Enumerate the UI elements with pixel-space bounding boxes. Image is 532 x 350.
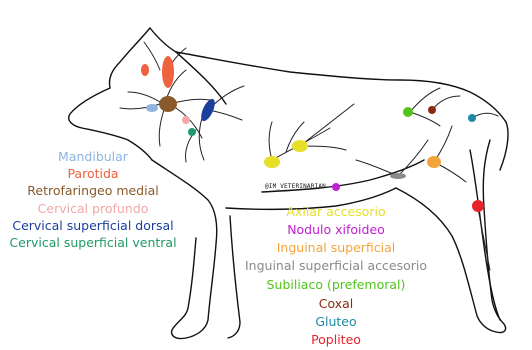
label-cervical-profundo: Cervical profundo bbox=[0, 202, 186, 216]
node-inguinal-accesorio bbox=[390, 173, 406, 179]
node-cervical-profundo bbox=[182, 116, 190, 124]
label-nodulo-xifoideo: Nodulo xifoideo bbox=[220, 223, 452, 237]
label-coxal: Coxal bbox=[220, 297, 452, 311]
node-retrofaringeo bbox=[159, 96, 177, 112]
watermark: @IM_VETERINARIAN bbox=[265, 183, 326, 190]
node-subiliaco bbox=[403, 107, 413, 117]
node-coxal bbox=[428, 106, 436, 114]
label-mandibular: Mandibular bbox=[0, 150, 186, 164]
node-axilar-2 bbox=[292, 140, 308, 152]
cat-ear-inner bbox=[150, 28, 176, 52]
label-cervical-ventral: Cervical superficial ventral bbox=[0, 236, 186, 250]
node-xifoideo bbox=[332, 183, 340, 191]
node-gluteo bbox=[468, 114, 476, 122]
label-parotida: Parotida bbox=[0, 167, 186, 181]
label-inguinal-superficial: Inguinal superficial bbox=[220, 241, 452, 255]
node-parotida bbox=[162, 56, 174, 88]
cat-tail-outline bbox=[500, 122, 508, 170]
node-parotida-small bbox=[141, 64, 149, 76]
label-gluteo: Gluteo bbox=[220, 315, 452, 329]
cat-hind-leg-inner bbox=[470, 150, 500, 320]
node-cervical-ventral bbox=[188, 128, 196, 136]
label-cervical-dorsal: Cervical superficial dorsal bbox=[0, 219, 186, 233]
cat-front-leg-outline bbox=[172, 238, 216, 339]
node-axilar-1 bbox=[264, 156, 280, 168]
label-axilar-accesorio: Axilar accesorio bbox=[220, 205, 452, 219]
cat-back-outline bbox=[176, 52, 506, 122]
node-inguinal bbox=[427, 156, 441, 168]
node-mandibular bbox=[146, 104, 158, 112]
node-popliteo bbox=[472, 200, 484, 212]
label-popliteo: Popliteo bbox=[220, 333, 452, 347]
label-retrofaringeo: Retrofaringeo medial bbox=[0, 184, 186, 198]
label-inguinal-accesorio: Inguinal superficial accesorio bbox=[220, 259, 452, 273]
cat-ear-outline bbox=[109, 28, 150, 88]
label-subiliaco: Subiliaco (prefemoral) bbox=[220, 278, 452, 292]
